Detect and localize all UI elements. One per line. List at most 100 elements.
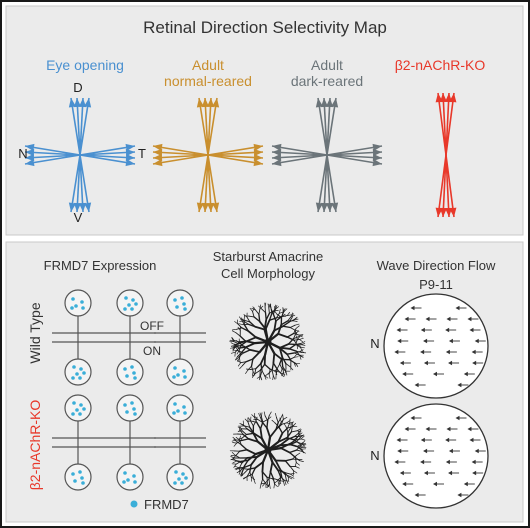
arrow-icon <box>320 154 329 213</box>
arrow-icon <box>435 154 447 218</box>
arrow-icon <box>326 143 383 156</box>
frmd7-soma <box>64 394 92 422</box>
row-label-wild-type: Wild Type <box>27 302 43 363</box>
arrow-icon <box>152 153 209 162</box>
arrow-group-2 <box>271 97 383 213</box>
dot-icon <box>71 376 75 380</box>
starburst-heading-line1: Starburst Amacrine <box>213 249 324 264</box>
dot-icon <box>173 298 177 302</box>
frmd7-cell-pair <box>52 394 104 491</box>
arrow-icon <box>420 459 425 465</box>
arrow-icon <box>326 148 383 157</box>
direction-arrow-groups <box>24 92 457 218</box>
arrow-icon <box>448 470 453 476</box>
arrow-icon <box>201 97 210 156</box>
arrow-icon <box>79 153 136 162</box>
dot-icon <box>173 402 177 406</box>
frmd7-soma <box>166 463 194 491</box>
arrow-icon <box>448 338 453 344</box>
arrow-icon <box>201 154 210 213</box>
frmd7-soma <box>116 394 144 422</box>
arrow-icon <box>474 448 479 454</box>
starburst-heading-line2: Cell Morphology <box>221 266 315 281</box>
dot-icon <box>134 302 138 306</box>
arrow-icon <box>325 154 334 213</box>
frmd7-soma <box>64 289 92 317</box>
dot-icon <box>183 307 187 311</box>
row-label-knockout: β2-nAChR-KO <box>27 400 43 491</box>
arrow-icon <box>326 154 383 167</box>
dot-icon <box>172 411 176 415</box>
dot-icon <box>70 306 74 310</box>
dot-icon <box>173 366 177 370</box>
arrow-icon <box>410 415 415 421</box>
arrow-icon <box>396 437 401 443</box>
arrow-icon <box>445 92 457 156</box>
arrow-icon <box>196 97 209 156</box>
dot-icon <box>75 408 79 412</box>
arrow-icon <box>207 154 220 213</box>
dot-icon <box>78 470 82 474</box>
axis-label-temporal: T <box>138 146 146 161</box>
dot-icon <box>71 412 75 416</box>
arrow-icon <box>445 327 450 333</box>
dot-icon <box>184 476 188 480</box>
dot-icon <box>176 409 180 413</box>
dot-icon <box>176 373 180 377</box>
dot-icon <box>180 296 184 300</box>
arrow-icon <box>79 154 92 213</box>
arrow-icon <box>207 97 220 156</box>
arrow-icon <box>326 153 383 162</box>
dot-icon <box>125 374 129 378</box>
arrow-icon <box>469 327 474 333</box>
arrow-icon <box>271 143 328 156</box>
retina-oval <box>383 293 489 399</box>
dot-icon <box>71 297 75 301</box>
arrow-icon <box>457 492 462 498</box>
dot-icon <box>133 412 137 416</box>
condition-label-2: Adult <box>311 57 343 73</box>
frmd7-soma <box>116 463 144 491</box>
arrow-icon <box>78 97 87 156</box>
dot-icon <box>74 304 78 308</box>
frmd7-cell-pair <box>52 289 104 386</box>
arrow-icon <box>206 154 215 213</box>
wave-nasal-label-top: N <box>370 336 379 351</box>
arrow-icon <box>207 148 264 157</box>
dot-icon <box>124 296 128 300</box>
dot-icon <box>172 375 176 379</box>
arrow-icon <box>467 426 472 432</box>
condition-label-2: dark-reared <box>291 73 363 89</box>
arrow-icon <box>472 470 477 476</box>
arrow-icon <box>445 437 450 443</box>
arrow-icon <box>73 97 82 156</box>
on-label: ON <box>143 344 161 358</box>
dot-icon <box>132 371 136 375</box>
arrow-icon <box>404 426 409 432</box>
frmd7-cell-pair <box>154 394 206 491</box>
dot-icon <box>75 372 79 376</box>
arrow-icon <box>423 470 428 476</box>
arrow-icon <box>420 327 425 333</box>
dot-icon <box>126 478 130 482</box>
dot-icon <box>175 305 179 309</box>
arrow-icon <box>271 154 328 167</box>
arrow-icon <box>78 154 87 213</box>
arrow-icon <box>315 97 328 156</box>
dot-icon <box>79 403 83 407</box>
arrow-group-1 <box>152 97 264 213</box>
arrow-icon <box>394 459 399 465</box>
arrow-icon <box>457 382 462 388</box>
arrow-group-3 <box>435 92 457 218</box>
arrow-icon <box>399 360 404 366</box>
arrow-icon <box>414 492 419 498</box>
dot-icon <box>79 367 83 371</box>
arrow-icon <box>446 316 451 322</box>
arrow-icon <box>425 426 430 432</box>
arrow-icon <box>152 154 209 167</box>
dot-icon <box>123 367 127 371</box>
dot-icon <box>72 365 76 369</box>
dot-icon <box>133 376 137 380</box>
arrow-icon <box>394 349 399 355</box>
frmd7-legend-dot-icon <box>130 500 138 508</box>
